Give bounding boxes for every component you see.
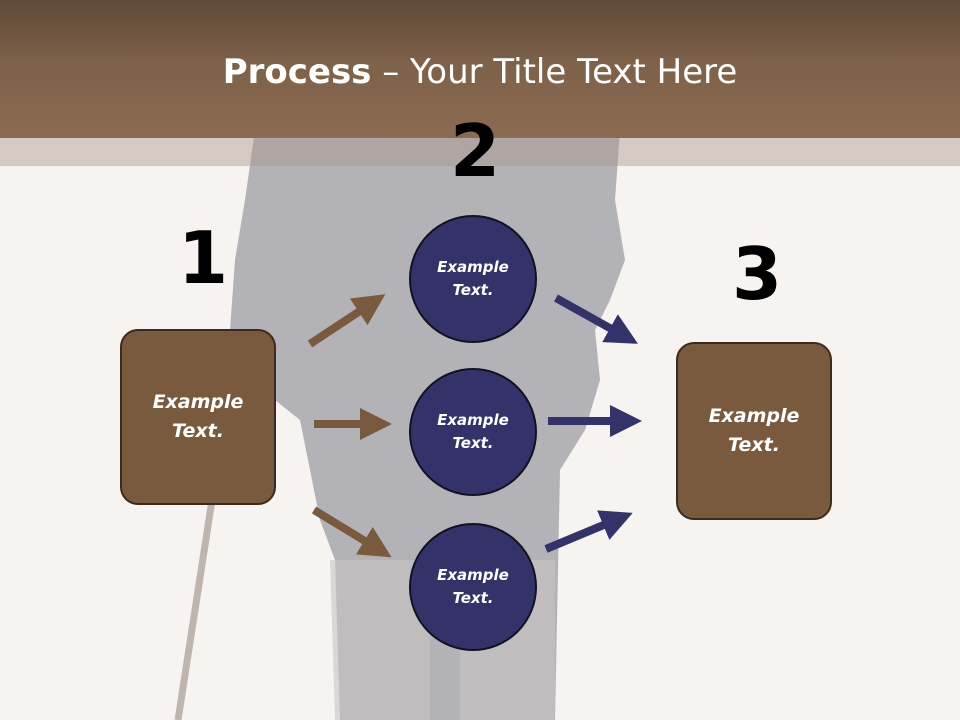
arrow-left-to-bottom bbox=[311, 506, 392, 558]
title-bar-band bbox=[0, 138, 960, 166]
step-1-text-line1: Example bbox=[152, 391, 244, 413]
circle-top: Example Text. bbox=[409, 215, 537, 343]
circle-middle-line1: Example bbox=[437, 411, 509, 429]
step-3-text-line1: Example bbox=[708, 405, 800, 427]
circle-top-line1: Example bbox=[437, 258, 509, 276]
title-bar bbox=[0, 0, 960, 138]
title-bold: Process bbox=[222, 52, 372, 92]
arrow-bottom-to-right bbox=[544, 510, 633, 553]
step-3-box: Example Text. bbox=[676, 342, 832, 520]
step-1-text-line2: Text. bbox=[172, 420, 224, 442]
circle-middle: Example Text. bbox=[409, 368, 537, 496]
step-number-2: 2 bbox=[450, 109, 501, 193]
circle-top-line2: Text. bbox=[452, 281, 494, 299]
page-title: Process – Your Title Text Here bbox=[0, 52, 960, 92]
circle-bottom: Example Text. bbox=[409, 523, 537, 651]
circle-bottom-line2: Text. bbox=[452, 589, 494, 607]
circle-bottom-line1: Example bbox=[437, 566, 509, 584]
step-number-1: 1 bbox=[178, 216, 229, 300]
arrow-left-to-top bbox=[307, 294, 386, 348]
circle-middle-line2: Text. bbox=[452, 434, 494, 452]
arrow-top-to-right bbox=[554, 294, 638, 344]
step-3-text-line2: Text. bbox=[728, 434, 780, 456]
step-1-box: Example Text. bbox=[120, 329, 276, 505]
title-rest: – Your Title Text Here bbox=[371, 52, 738, 92]
step-number-3: 3 bbox=[732, 232, 783, 316]
